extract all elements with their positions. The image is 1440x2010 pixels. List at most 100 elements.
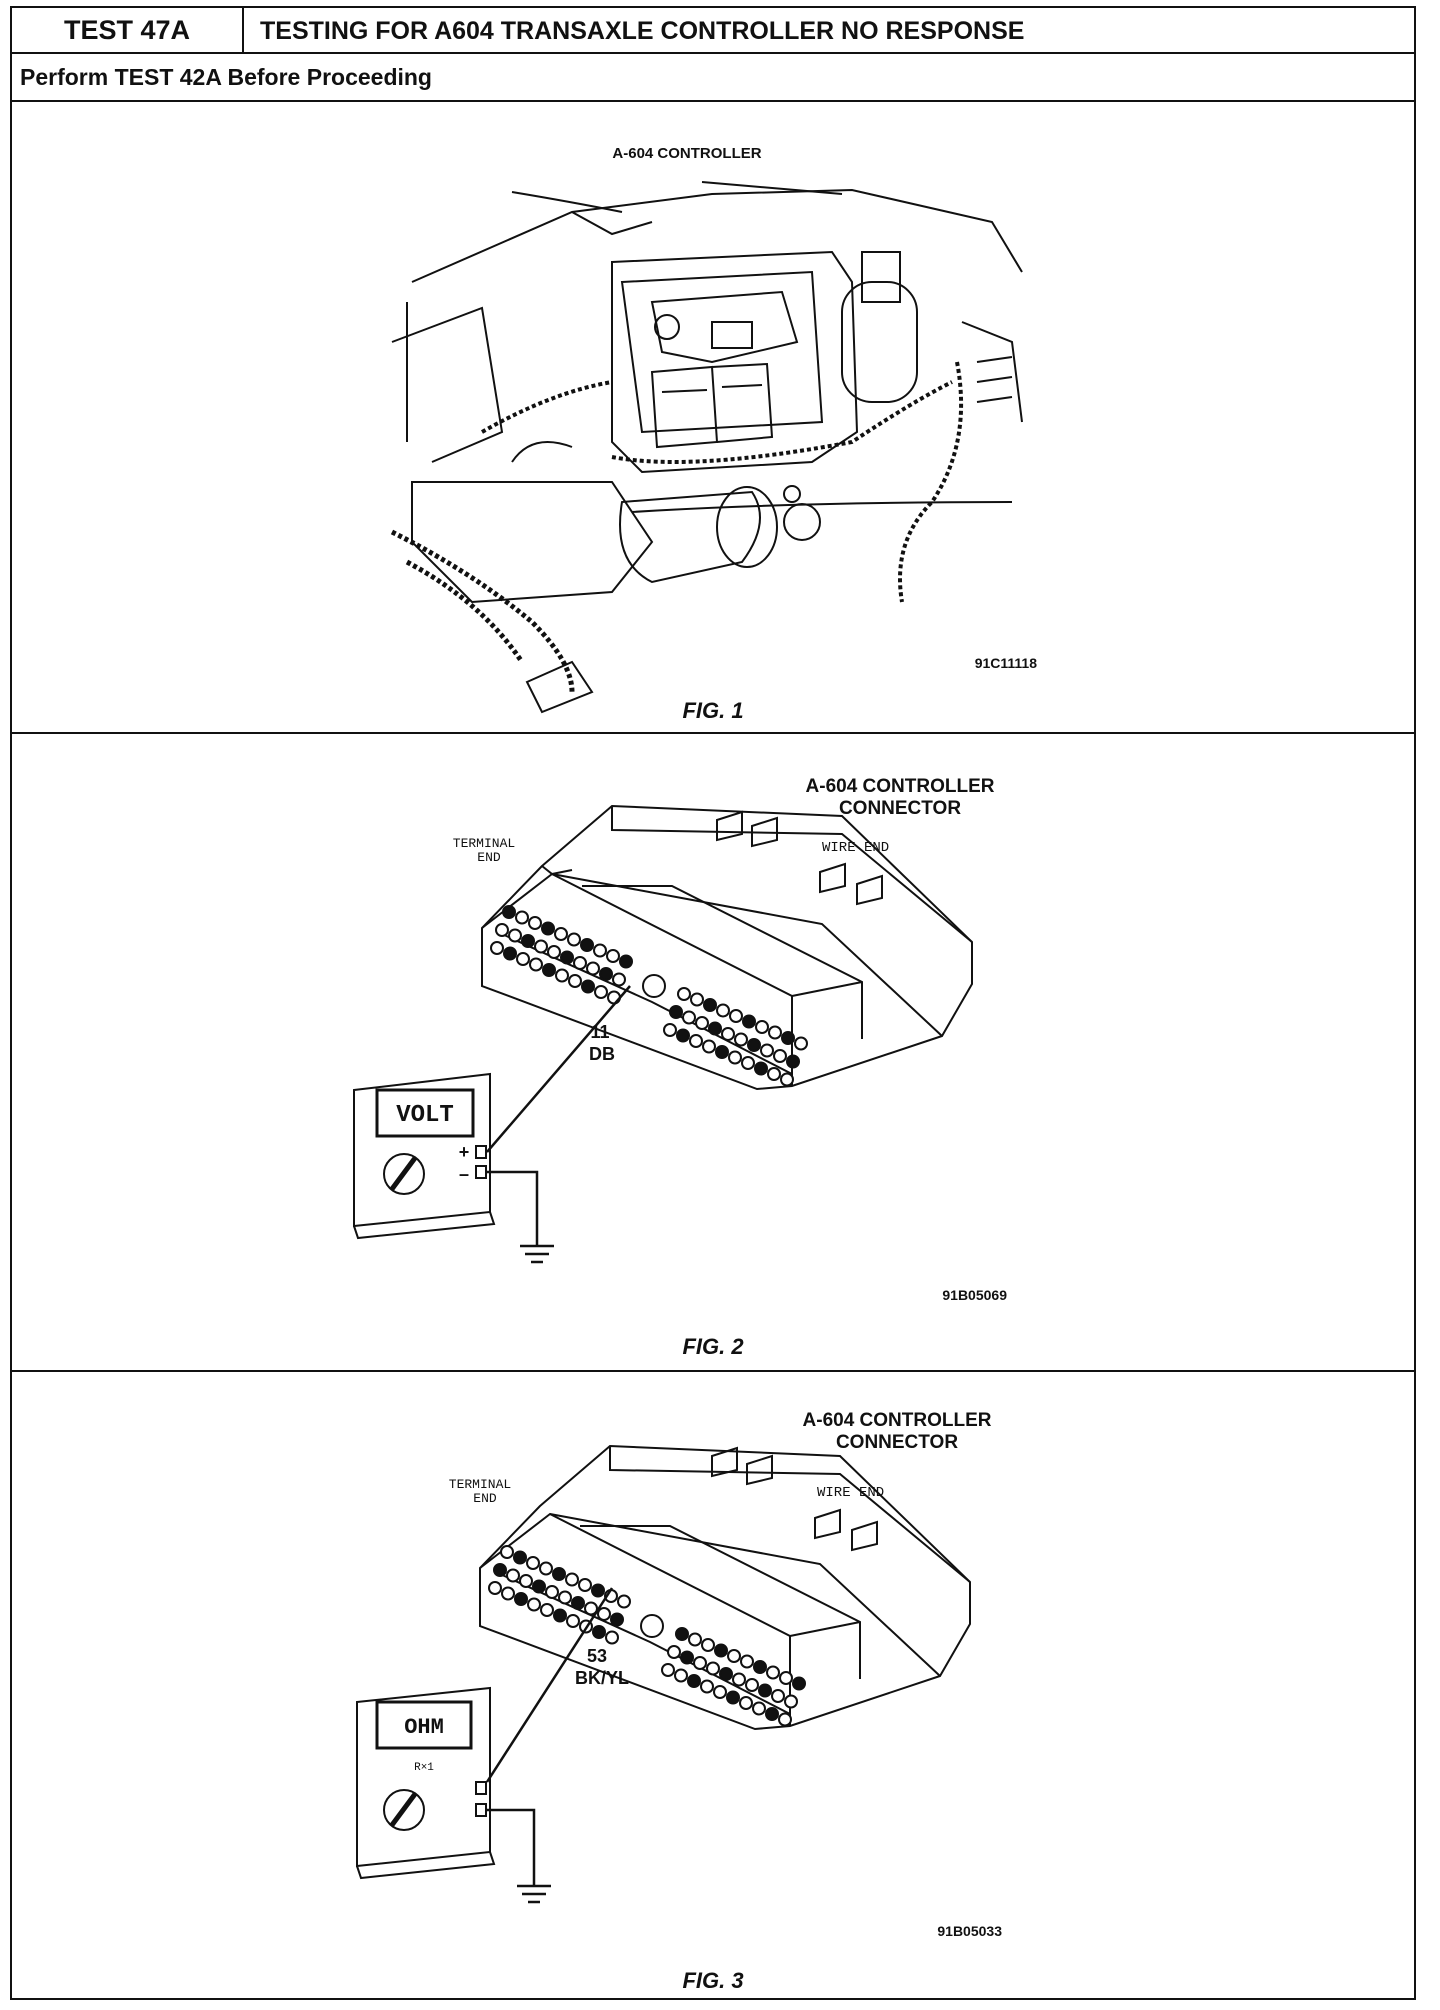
connector-pin [534,939,548,954]
connector-pin [508,928,522,943]
connector-pin [526,1556,540,1570]
test-header: TEST 47A TESTING FOR A604 TRANSAXLE CONT… [12,8,1414,54]
connector-pin [580,938,594,952]
connector-pin [555,968,569,983]
wire-end-label: WIRE END [817,1485,884,1501]
connector-pins [490,905,808,1087]
connector-pin [742,1014,756,1029]
connector-pin [541,921,555,936]
connector-pin [747,1038,761,1052]
connector-pin [527,1597,541,1612]
connector-pin [502,905,516,919]
connector-pin [675,1627,689,1641]
connector-pin [674,1668,688,1683]
connector-pin [558,1590,572,1605]
connector-pin [528,916,542,930]
connector-pin [732,1672,746,1687]
connector-pin [661,1663,675,1677]
selector-dial-icon [383,1153,425,1195]
connector-pin [703,998,717,1012]
connector-pin [734,1032,748,1047]
connector-pin [567,932,581,947]
connector-pin [488,1581,502,1595]
connector-label-line-2: CONNECTOR [836,1432,958,1453]
connector-pin [532,1579,546,1594]
connector-pin [688,1632,702,1647]
connector-pin [721,1027,735,1041]
connector-pin [741,1056,755,1070]
connector-pin [607,990,621,1005]
connector-pin [728,1050,742,1065]
pin-number: 11 [590,1022,609,1042]
connector-pin [597,1607,611,1621]
connector-pins [488,1545,806,1727]
pin-number: 53 [587,1646,607,1666]
probe-wires [486,985,631,1264]
wire-end-label: WIRE END [822,840,889,856]
figure-2-panel: A-604 CONTROLLER CONNECTOR TERMINAL END … [12,734,1414,1372]
connector-pin [568,974,582,988]
test-id: TEST 47A [12,8,244,52]
connector-pin [727,1649,741,1663]
prerequisite-note: Perform TEST 42A Before Proceeding [12,54,1414,102]
connector-pin [739,1696,753,1710]
figure-1-panel: A-604 CONTROLLER [12,102,1414,734]
connector-pin [554,927,568,941]
wire-color: BK/YL [575,1668,629,1688]
connector-pin [778,1712,792,1727]
figure-2-caption: FIG. 2 [682,1334,744,1359]
connector-pin [516,952,530,966]
ohmmeter: OHM R×1 [356,1686,496,1880]
connector-pin [669,1005,683,1019]
controller-label: A-604 CONTROLLER [612,145,761,162]
figure-1-illustration: A-604 CONTROLLER [390,145,1037,714]
figure-2-ref: 91B05069 [942,1287,1007,1303]
connector-pin [495,923,509,937]
connector-pin [680,1650,694,1665]
connector-pin [566,1614,580,1628]
connector-pin [578,1578,592,1592]
connector-pin [610,1612,624,1627]
connector-pin [506,1568,520,1583]
connector-pin [760,1043,774,1058]
connector-pin [547,945,561,959]
connector-pin [565,1572,579,1587]
connector-pin [519,1574,533,1588]
connector-pin [708,1021,722,1036]
connector-pin [493,1563,507,1577]
connector-pin [706,1661,720,1676]
diagnostic-sheet: TEST 47A TESTING FOR A604 TRANSAXLE CONT… [10,6,1416,2000]
connector-pin [513,1550,527,1565]
plus-sign: + [459,1142,470,1162]
connector-pin [619,954,633,969]
probe-wires [485,1587,614,1904]
connector-pin [771,1689,785,1703]
connector-pin [682,1010,696,1025]
connector-pin [542,963,556,977]
connector-pin [753,1660,767,1674]
connector-label-line-1: A-604 CONTROLLER [806,776,995,797]
connector-pin [677,987,691,1001]
connector-pin [584,1601,598,1616]
connector-pin [719,1667,733,1681]
terminal-label-line-2: END [473,1491,497,1506]
connector-pin [552,1567,566,1581]
connector-pin [726,1690,740,1705]
meter-display: VOLT [396,1102,454,1129]
connector-pin [766,1665,780,1680]
connector-pin [573,956,587,970]
connector-pin [599,967,613,981]
connector-pin [539,1561,553,1576]
connector-pin [781,1031,795,1045]
connector-pin [754,1061,768,1076]
connector-pin [716,1003,730,1018]
wire-color: DB [589,1044,615,1064]
connector-pin [540,1603,554,1617]
connector-pin [490,941,504,955]
connector-label-line-1: A-604 CONTROLLER [803,1410,992,1431]
connector-pin [701,1638,715,1652]
terminal-label-line-2: END [477,850,501,865]
connector-pin [715,1045,729,1059]
connector-pin [780,1072,794,1087]
connector-pin [752,1701,766,1716]
